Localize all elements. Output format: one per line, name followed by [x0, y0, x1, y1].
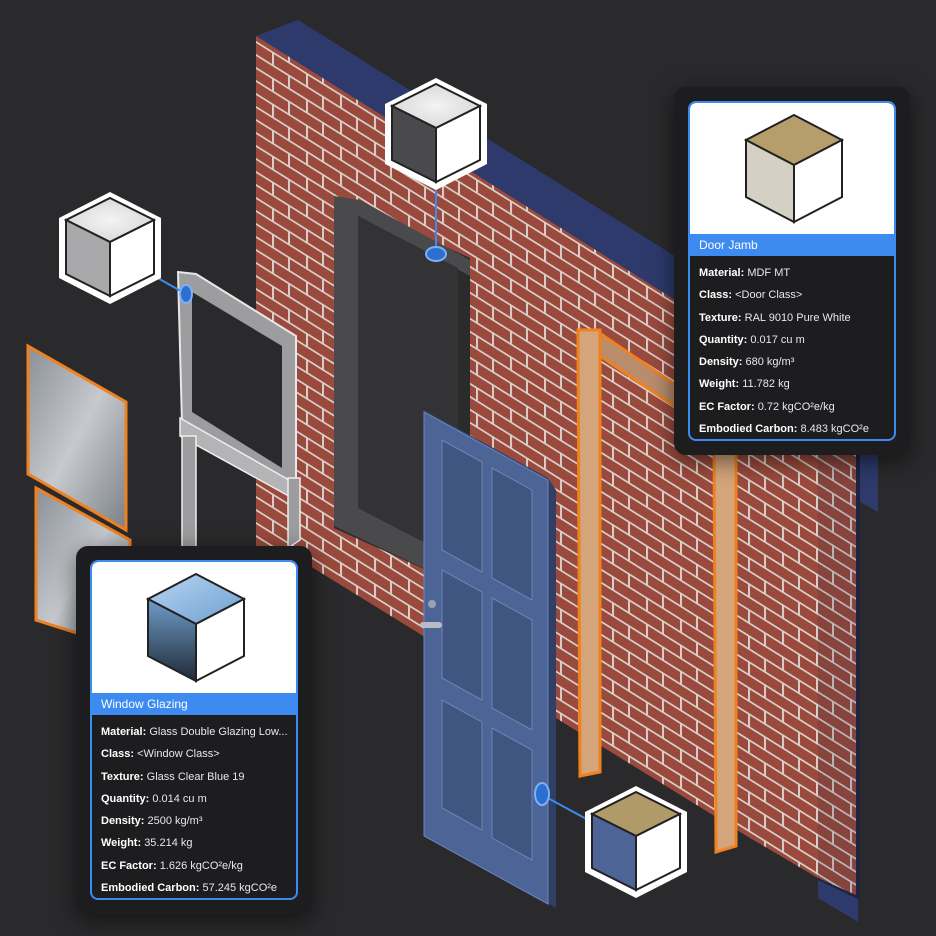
property-label: Class: — [101, 748, 135, 761]
property-label: EC Factor: — [101, 859, 157, 872]
property-value: 680 kg/m³ — [745, 356, 795, 369]
property-label: Density: — [101, 815, 145, 828]
property-value: 57.245 kgCO²e — [202, 882, 278, 895]
window-glazing-card-title: Window Glazing — [92, 693, 296, 715]
window-glazing-card-frame: Window Glazing Material: Glass Double Gl… — [90, 560, 298, 900]
property-value: <Door Class> — [735, 289, 803, 302]
property-label: Weight: — [101, 837, 142, 850]
window-frame — [176, 270, 301, 561]
property-label: Density: — [699, 356, 743, 369]
property-row: Material: Glass Double Glazing Low... — [101, 721, 290, 743]
property-row: Density: 680 kg/m³ — [699, 351, 888, 373]
property-label: Texture: — [699, 311, 742, 324]
property-label: Class: — [699, 289, 733, 302]
property-value: Glass Double Glazing Low... — [149, 726, 288, 738]
door-jamb-card-frame: Door Jamb Material: MDF MT Class: <Door … — [688, 101, 896, 441]
property-value: 35.214 kg — [144, 837, 193, 850]
property-row: Class: <Door Class> — [699, 284, 888, 306]
property-value: RAL 9010 Pure White — [744, 311, 851, 324]
property-row: EC Factor: 0.72 kgCO²e/kg — [699, 396, 888, 418]
property-label: Quantity: — [699, 333, 748, 346]
property-value: 1.626 kgCO²e/kg — [159, 859, 243, 872]
property-label: Embodied Carbon: — [101, 882, 200, 895]
door — [420, 410, 556, 908]
property-row: Quantity: 0.017 cu m — [699, 329, 888, 351]
window-glazing-info-card[interactable]: Window Glazing Material: Glass Double Gl… — [76, 546, 312, 914]
material-cube-icon-concrete-top[interactable] — [385, 78, 487, 190]
property-value: 8.483 kgCO²e — [800, 423, 869, 436]
property-row: Weight: 11.782 kg — [699, 373, 888, 395]
door-jamb — [576, 328, 738, 855]
property-row: Texture: RAL 9010 Pure White — [699, 307, 888, 329]
material-cube-icon-mdf — [743, 113, 845, 224]
anchor-dots — [179, 246, 550, 806]
property-value: 0.72 kgCO²e/kg — [757, 400, 835, 413]
property-label: Weight: — [699, 378, 740, 391]
property-row: Quantity: 0.014 cu m — [101, 788, 290, 810]
property-value: 0.017 cu m — [750, 333, 805, 346]
property-row: Density: 2500 kg/m³ — [101, 810, 290, 832]
property-row: Material: MDF MT — [699, 262, 888, 284]
material-cube-icon-glass — [145, 572, 247, 683]
property-row: Class: <Window Class> — [101, 743, 290, 765]
material-cube-icon-concrete-left[interactable] — [59, 192, 161, 304]
door-jamb-properties: Material: MDF MT Class: <Door Class> Tex… — [699, 262, 888, 439]
material-cube-icon-door[interactable] — [585, 786, 687, 898]
property-label: Material: — [101, 726, 147, 738]
property-row: EC Factor: 1.626 kgCO²e/kg — [101, 855, 290, 877]
property-label: Texture: — [101, 770, 144, 783]
property-row: Embodied Carbon: 57.245 kgCO²e — [101, 877, 290, 898]
property-value: MDF MT — [747, 267, 791, 279]
property-label: EC Factor: — [699, 400, 755, 413]
property-value: 11.782 kg — [742, 378, 790, 391]
property-value: 0.014 cu m — [152, 792, 207, 805]
property-row: Texture: Glass Clear Blue 19 — [101, 766, 290, 788]
property-value: Glass Clear Blue 19 — [146, 770, 245, 783]
door-jamb-info-card[interactable]: Door Jamb Material: MDF MT Class: <Door … — [674, 87, 910, 455]
door-jamb-card-title: Door Jamb — [690, 234, 894, 256]
window-glazing-properties: Material: Glass Double Glazing Low... Cl… — [101, 721, 290, 898]
property-label: Embodied Carbon: — [699, 423, 798, 436]
property-row: Embodied Carbon: 8.483 kgCO²e — [699, 418, 888, 439]
property-label: Quantity: — [101, 792, 150, 805]
window-glazing-material-preview — [92, 562, 296, 693]
property-value: <Window Class> — [137, 748, 220, 761]
door-jamb-material-preview — [690, 103, 894, 234]
property-row: Weight: 35.214 kg — [101, 832, 290, 854]
property-value: 2500 kg/m³ — [147, 815, 203, 828]
property-label: Material: — [699, 267, 745, 279]
